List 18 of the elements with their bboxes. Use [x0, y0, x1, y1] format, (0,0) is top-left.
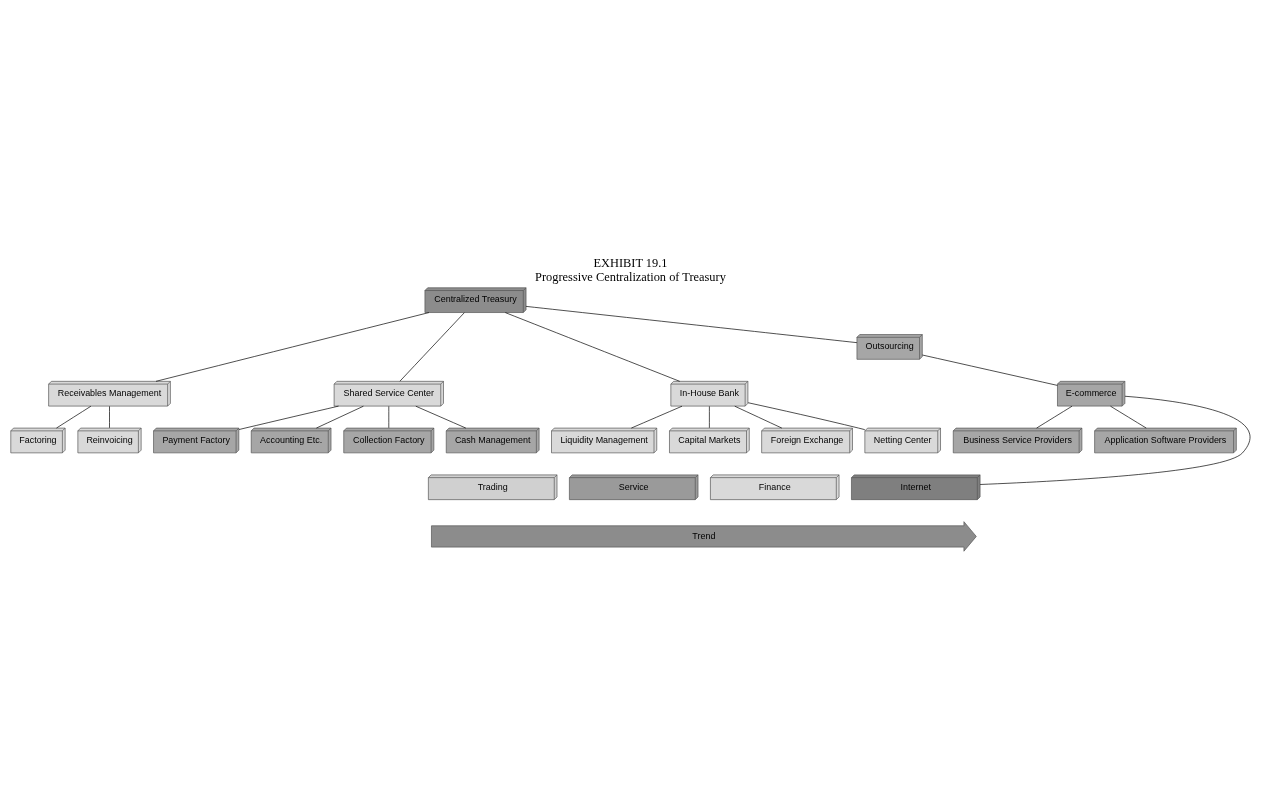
- connector: [922, 354, 1058, 386]
- connector: [56, 405, 92, 428]
- connector: [631, 405, 683, 428]
- caption: Progressive Centralization of Treasury: [535, 269, 726, 284]
- connector: [1110, 405, 1147, 428]
- connector: [525, 305, 858, 343]
- connector: [734, 405, 783, 428]
- connector: [109, 405, 110, 428]
- connector: [1036, 405, 1073, 428]
- diagram-title: EXHIBIT 19.1: [593, 255, 668, 270]
- connector: [415, 405, 467, 428]
- connector: [505, 311, 681, 382]
- connector: [399, 311, 465, 382]
- connector: [238, 405, 339, 430]
- connector: [316, 405, 364, 428]
- connector: [155, 311, 430, 382]
- connector: [747, 401, 866, 430]
- connector: [979, 395, 1251, 485]
